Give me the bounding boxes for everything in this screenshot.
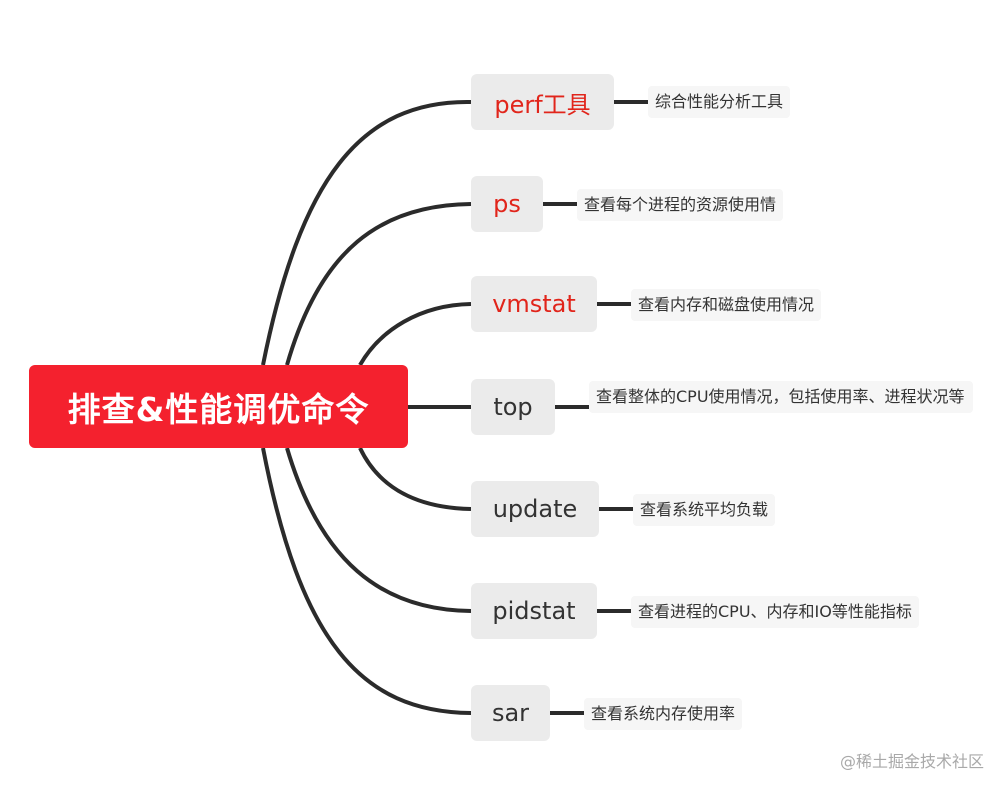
description-ps: 查看每个进程的资源使用情 <box>577 189 784 221</box>
command-node-sar: sar <box>471 685 550 741</box>
watermark-text: @稀土掘金技术社区 <box>839 752 984 771</box>
description-update: 查看系统平均负载 <box>633 494 776 526</box>
description-top: 查看整体的CPU使用情况，包括使用率、进程状况等 <box>589 381 973 413</box>
connector-vmstat <box>358 302 472 366</box>
command-node-update: update <box>471 481 599 537</box>
command-node-perf: perf工具 <box>471 74 614 130</box>
command-node-ps: ps <box>471 176 543 232</box>
connector-perf <box>261 99 472 366</box>
connector-update <box>358 447 472 511</box>
root-node: 排查&性能调优命令 <box>29 365 408 448</box>
description-perf: 综合性能分析工具 <box>648 86 791 118</box>
command-node-top: top <box>471 379 555 435</box>
description-vmstat: 查看内存和磁盘使用情况 <box>631 289 822 321</box>
connector-pidstat <box>285 447 472 613</box>
connector-sar <box>261 447 472 715</box>
command-node-vmstat: vmstat <box>471 276 597 332</box>
connector-ps <box>285 202 472 366</box>
command-node-pidstat: pidstat <box>471 583 597 639</box>
description-sar: 查看系统内存使用率 <box>584 698 743 730</box>
description-pidstat: 查看进程的CPU、内存和IO等性能指标 <box>631 596 919 628</box>
